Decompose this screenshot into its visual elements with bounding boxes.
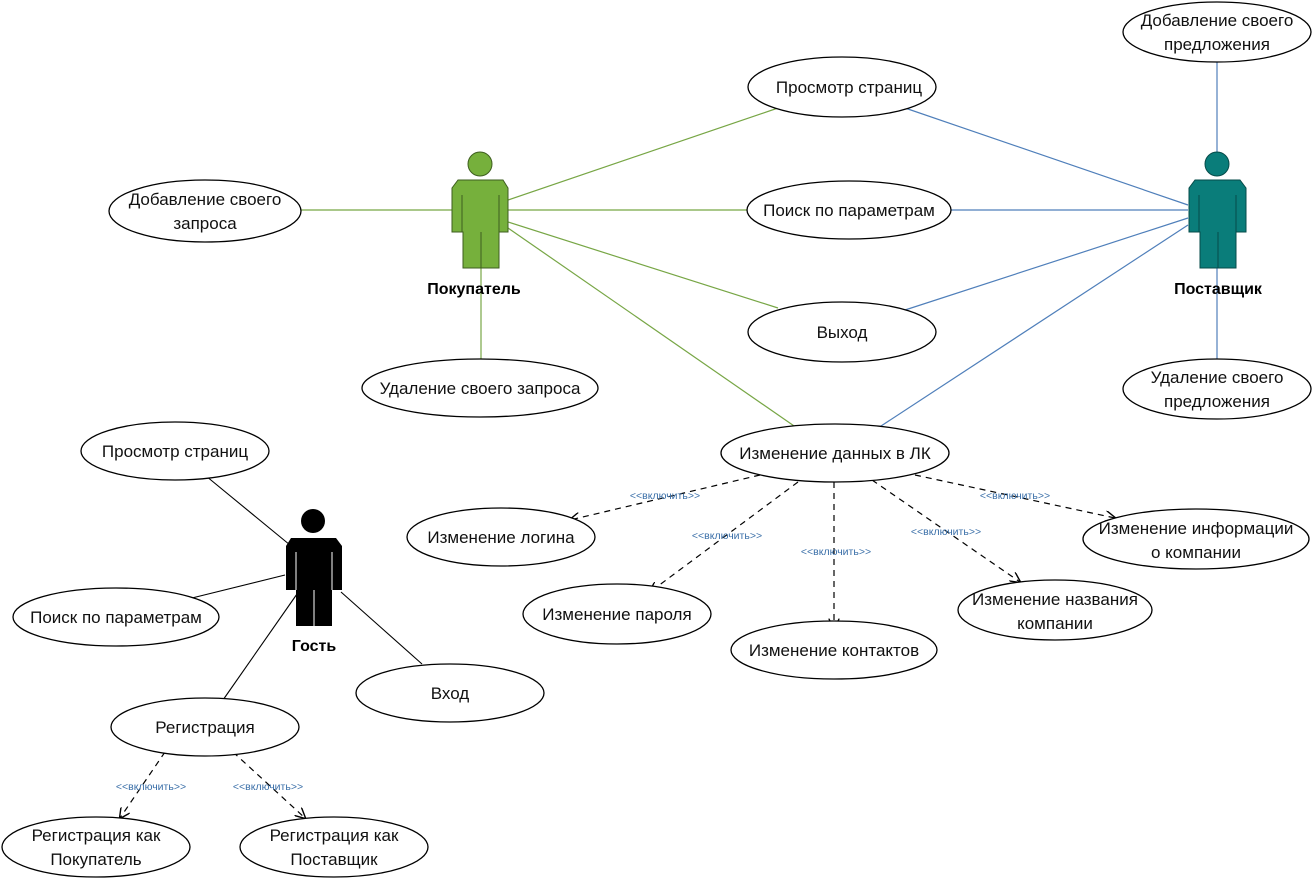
use-case-label: Удаление своего запроса <box>380 379 581 398</box>
use-case: Просмотр страниц <box>747 56 937 118</box>
use-case-label: запроса <box>173 214 237 233</box>
use-case: Регистрация как Покупатель <box>1 816 191 878</box>
use-case-label: Изменение логина <box>427 528 575 547</box>
use-case: Выход <box>747 301 937 363</box>
use-case-label: Регистрация как <box>270 826 399 845</box>
use-case-label: Изменение контактов <box>749 641 919 660</box>
link-guest-search <box>191 574 286 599</box>
supplier-associations <box>877 62 1218 429</box>
use-case-label: Просмотр страниц <box>776 78 922 97</box>
actor-buyer-label: Покупатель <box>427 281 521 298</box>
include-label: <<включить>> <box>801 546 871 558</box>
use-case-label: Вход <box>431 684 470 703</box>
use-case-label: Добавление своего <box>1141 11 1294 30</box>
include-register-buyer <box>120 751 166 818</box>
use-case: Изменение пароля <box>522 583 712 645</box>
use-case: Добавление своего запроса <box>108 179 302 243</box>
actor-guest: Гость <box>286 509 342 655</box>
use-case: Вход <box>355 663 545 723</box>
include-label: <<включить>> <box>692 530 762 542</box>
include-label: <<включить>> <box>233 781 303 793</box>
link-supplier-exit <box>904 217 1189 311</box>
use-case-label: Поиск по параметрам <box>30 608 202 627</box>
include-change-password <box>650 481 799 592</box>
include-label: <<включить>> <box>980 490 1050 502</box>
actor-supplier: Поставщик <box>1174 151 1263 298</box>
link-guest-view-pages <box>205 475 291 546</box>
buyer-associations <box>300 107 798 429</box>
actor-guest-head <box>301 509 325 533</box>
actor-supplier-label: Поставщик <box>1174 281 1263 298</box>
use-case-label: предложения <box>1164 35 1270 54</box>
use-case-label: Регистрация <box>155 718 254 737</box>
actor-buyer: Покупатель <box>427 151 521 298</box>
include-label: <<включить>> <box>630 490 700 502</box>
use-case-label: Покупатель <box>50 850 141 869</box>
include-change-company-info <box>914 474 1115 518</box>
use-case: Регистрация как Поставщик <box>239 816 429 878</box>
use-case-label: Регистрация как <box>32 826 161 845</box>
include-register-supplier <box>232 751 305 818</box>
use-case-label: предложения <box>1164 392 1270 411</box>
actor-buyer-head <box>467 151 493 177</box>
use-case: Добавление своего предложения <box>1122 1 1312 63</box>
use-case-label: Изменение названия <box>972 590 1138 609</box>
use-case: Изменение контактов <box>730 620 938 680</box>
use-case: Удаление своего предложения <box>1122 358 1312 420</box>
use-case-label: о компании <box>1151 543 1241 562</box>
actor-buyer-body <box>451 179 509 269</box>
use-case: Изменение данных в ЛК <box>720 423 950 483</box>
actor-supplier-head <box>1204 151 1230 177</box>
use-case-label: Поиск по параметрам <box>763 201 935 220</box>
use-case: Изменение информации о компании <box>1082 508 1310 570</box>
actor-guest-body <box>286 538 342 626</box>
use-case: Удаление своего запроса <box>361 358 599 418</box>
link-buyer-view-pages <box>507 107 779 201</box>
link-buyer-exit <box>507 221 779 309</box>
link-supplier-edit-account <box>877 224 1189 429</box>
link-guest-registration <box>222 593 298 701</box>
include-change-company-name <box>871 479 1020 582</box>
use-case-label: Добавление своего <box>129 190 282 209</box>
link-buyer-edit-account <box>507 227 798 429</box>
actor-supplier-body <box>1188 179 1247 269</box>
use-case-label: Выход <box>817 323 868 342</box>
link-guest-login <box>340 591 423 665</box>
use-case: Поиск по параметрам <box>12 587 220 647</box>
include-relations <box>120 474 1115 818</box>
use-case-label: Изменение данных в ЛК <box>739 444 931 463</box>
use-case: Изменение названия компании <box>957 579 1153 641</box>
use-case-label: Изменение информации <box>1099 519 1294 538</box>
include-labels: <<включить>> <<включить>> <<включить>> <… <box>116 490 1050 793</box>
guest-associations <box>191 475 423 701</box>
use-case-label: Удаление своего <box>1151 368 1284 387</box>
include-label: <<включить>> <box>911 526 981 538</box>
use-case-label: компании <box>1017 614 1093 633</box>
link-supplier-view-pages <box>904 107 1189 206</box>
use-case: Изменение логина <box>406 507 596 567</box>
use-case: Регистрация <box>110 697 300 757</box>
actor-guest-label: Гость <box>292 638 337 655</box>
use-case: Просмотр страниц <box>80 421 270 481</box>
use-case-label: Просмотр страниц <box>102 442 248 461</box>
use-case-label: Изменение пароля <box>542 605 691 624</box>
use-case-label: Поставщик <box>290 850 378 869</box>
use-case: Поиск по параметрам <box>746 180 952 240</box>
include-label: <<включить>> <box>116 781 186 793</box>
